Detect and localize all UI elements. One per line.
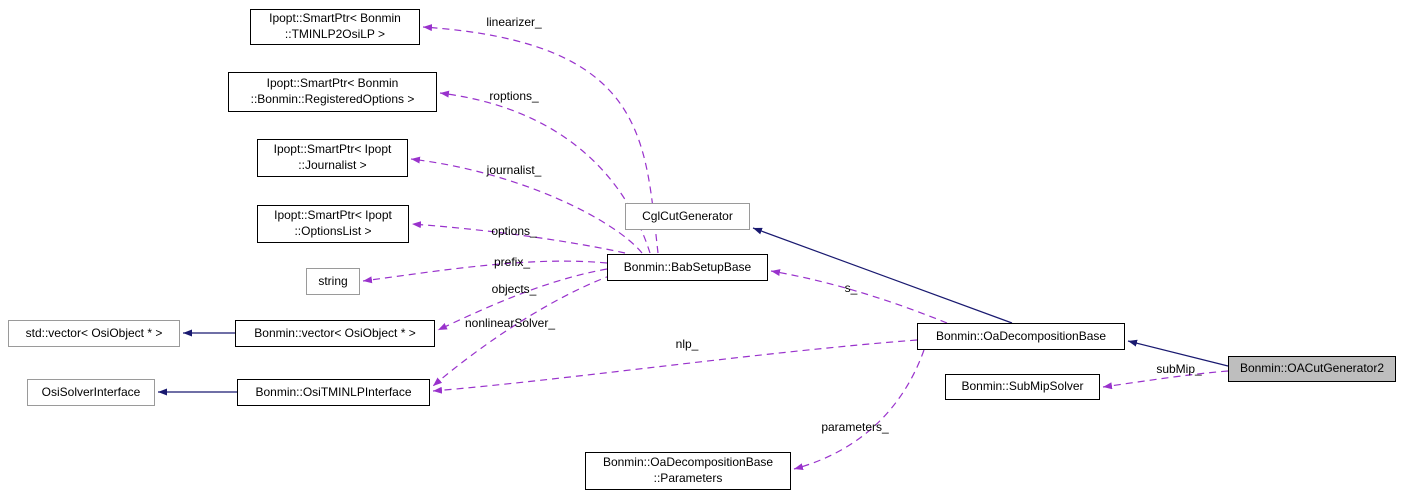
node-bonmin-ositminlpinterface[interactable]: Bonmin::OsiTMINLPInterface <box>237 379 430 406</box>
edge-inherit-cglcutgenerator <box>752 227 1013 324</box>
node-bonmin-oadecompositionbase[interactable]: Bonmin::OaDecompositionBase <box>917 323 1125 350</box>
node-bonmin-babsetupbase[interactable]: Bonmin::BabSetupBase <box>607 254 768 281</box>
edge-label-linearizer: linearizer_ <box>486 15 542 29</box>
edge-label-options: options_ <box>491 224 537 238</box>
edge-journalist <box>410 156 643 254</box>
node-bonmin-submipsolver[interactable]: Bonmin::SubMipSolver <box>945 374 1100 400</box>
edge-s <box>770 269 948 324</box>
edge-nonlinear-solver <box>432 274 613 387</box>
edge-label-journalist: journalist_ <box>486 163 542 177</box>
node-ipopt-smartptr-optionslist[interactable]: Ipopt::SmartPtr< Ipopt ::OptionsList > <box>257 205 409 243</box>
edge-label-prefix: prefix_ <box>493 255 531 269</box>
node-bonmin-oacutgenerator2-current: Bonmin::OACutGenerator2 <box>1228 356 1396 382</box>
edge-label-nonlinear-solver: nonlinearSolver_ <box>464 316 556 330</box>
edge-label-nlp: nlp_ <box>675 337 699 351</box>
edge-label-roptions: roptions_ <box>489 89 539 103</box>
edge-inherit-oadecompositionbase <box>1127 339 1229 367</box>
edge-roptions <box>439 90 651 254</box>
node-cglcutgenerator: CglCutGenerator <box>625 203 750 230</box>
edge-label-submip: subMip_ <box>1156 362 1202 376</box>
edge-objects <box>437 268 608 331</box>
node-string: string <box>306 268 360 295</box>
edge-options <box>411 221 626 254</box>
node-bonmin-vector-osiobject[interactable]: Bonmin::vector< OsiObject * > <box>235 320 435 347</box>
edge-label-s: s_ <box>844 281 858 295</box>
edge-parameters <box>793 349 925 471</box>
node-osisolverinterface: OsiSolverInterface <box>27 379 155 406</box>
node-bonmin-oadecompositionbase-parameters[interactable]: Bonmin::OaDecompositionBase ::Parameters <box>585 452 791 490</box>
edge-prefix <box>362 260 608 284</box>
edge-nlp <box>432 339 918 394</box>
edge-label-parameters: parameters_ <box>821 420 889 434</box>
node-ipopt-smartptr-tminlp2osilp[interactable]: Ipopt::SmartPtr< Bonmin ::TMINLP2OsiLP > <box>250 9 420 45</box>
edge-linearizer <box>422 24 659 254</box>
node-std-vector-osiobject: std::vector< OsiObject * > <box>8 320 180 347</box>
edge-label-objects: objects_ <box>491 282 537 296</box>
node-ipopt-smartptr-registeredoptions[interactable]: Ipopt::SmartPtr< Bonmin ::Bonmin::Regist… <box>228 72 437 112</box>
node-ipopt-smartptr-journalist[interactable]: Ipopt::SmartPtr< Ipopt ::Journalist > <box>257 139 408 177</box>
edge-submip <box>1102 370 1229 390</box>
